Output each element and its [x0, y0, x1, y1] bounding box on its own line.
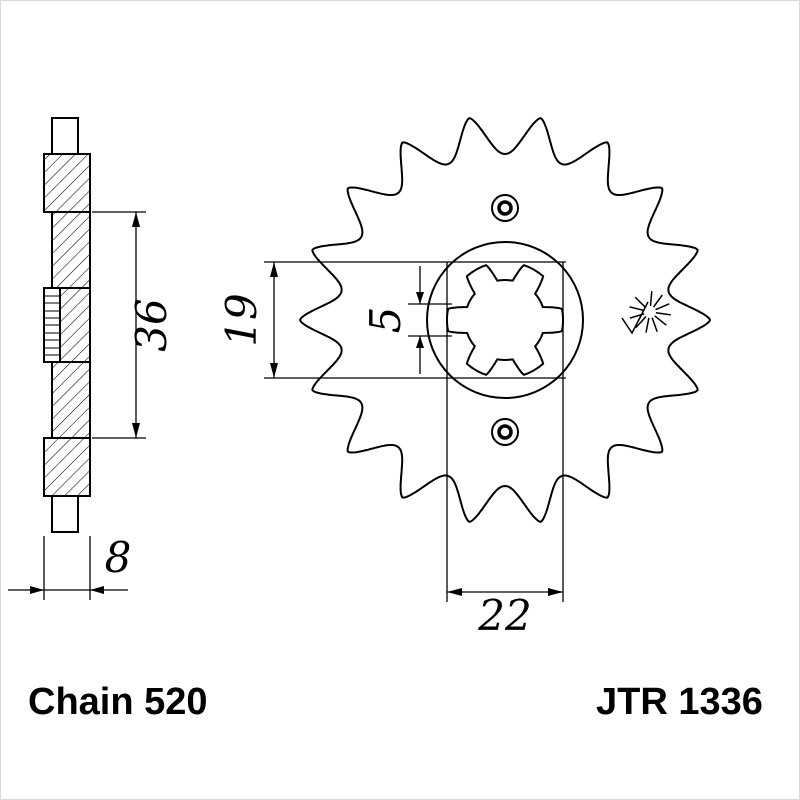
section-bottom-tooth [51, 495, 79, 533]
dim-shaft-diameter: 22 [446, 262, 564, 640]
section-upper-rim [43, 153, 91, 213]
section-top-tooth [51, 117, 79, 155]
mounting-holes [491, 194, 519, 446]
ray-line [629, 313, 645, 319]
hole-circle [491, 418, 519, 446]
section-spline-serration-lines [44, 295, 60, 356]
ray-line [649, 291, 653, 307]
ray-line [655, 303, 670, 311]
part-number-caption: JTR 1336 [596, 681, 763, 723]
dim-5-label: 5 [361, 307, 410, 334]
chain-size-caption: Chain 520 [28, 681, 208, 723]
dim-36-label: 36 [127, 298, 176, 351]
arrowhead [416, 292, 424, 304]
dimension-lines [8, 536, 128, 600]
dimension-lines [408, 266, 452, 374]
arrowhead [270, 363, 278, 378]
arrowhead [30, 586, 44, 594]
hub-circle [426, 241, 584, 399]
surface-finish-icon [621, 291, 671, 335]
dimension-lines [264, 261, 566, 379]
dim-thickness: 8 [8, 533, 131, 600]
dimension-lines [446, 262, 564, 602]
dim-bore-diameter: 19 [217, 261, 566, 379]
ray-line [654, 315, 667, 326]
ray-line [629, 306, 645, 312]
sprocket-side-view [43, 117, 91, 533]
dim-groove-width: 5 [361, 266, 452, 374]
dim-22-label: 22 [477, 591, 531, 640]
arrowhead [132, 212, 140, 227]
sprocket-front-view [298, 116, 712, 524]
surface-finish-check [621, 301, 649, 335]
arrowhead [132, 423, 140, 438]
arrowhead [548, 588, 563, 596]
ray-line [645, 317, 650, 333]
ray-line [635, 315, 647, 329]
dim-8-label: 8 [105, 533, 132, 582]
section-lower-rim [43, 437, 91, 497]
arrowhead [270, 262, 278, 277]
hole-circle [497, 200, 513, 216]
surface-finish-rays [629, 291, 671, 333]
hole-circle [497, 424, 513, 440]
hole-circle [491, 194, 519, 222]
ray-line [651, 317, 658, 332]
ray-line [634, 296, 647, 309]
arrowhead [416, 336, 424, 348]
ray-line [652, 294, 663, 308]
ray-line [655, 312, 671, 316]
arrowhead [90, 586, 104, 594]
dim-hub-length: 36 [92, 211, 176, 439]
dimension-lines [92, 211, 146, 439]
arrowhead [447, 588, 462, 596]
dim-19-label: 19 [217, 293, 266, 346]
section-upper-plate [51, 211, 91, 289]
section-lower-plate [51, 361, 91, 439]
